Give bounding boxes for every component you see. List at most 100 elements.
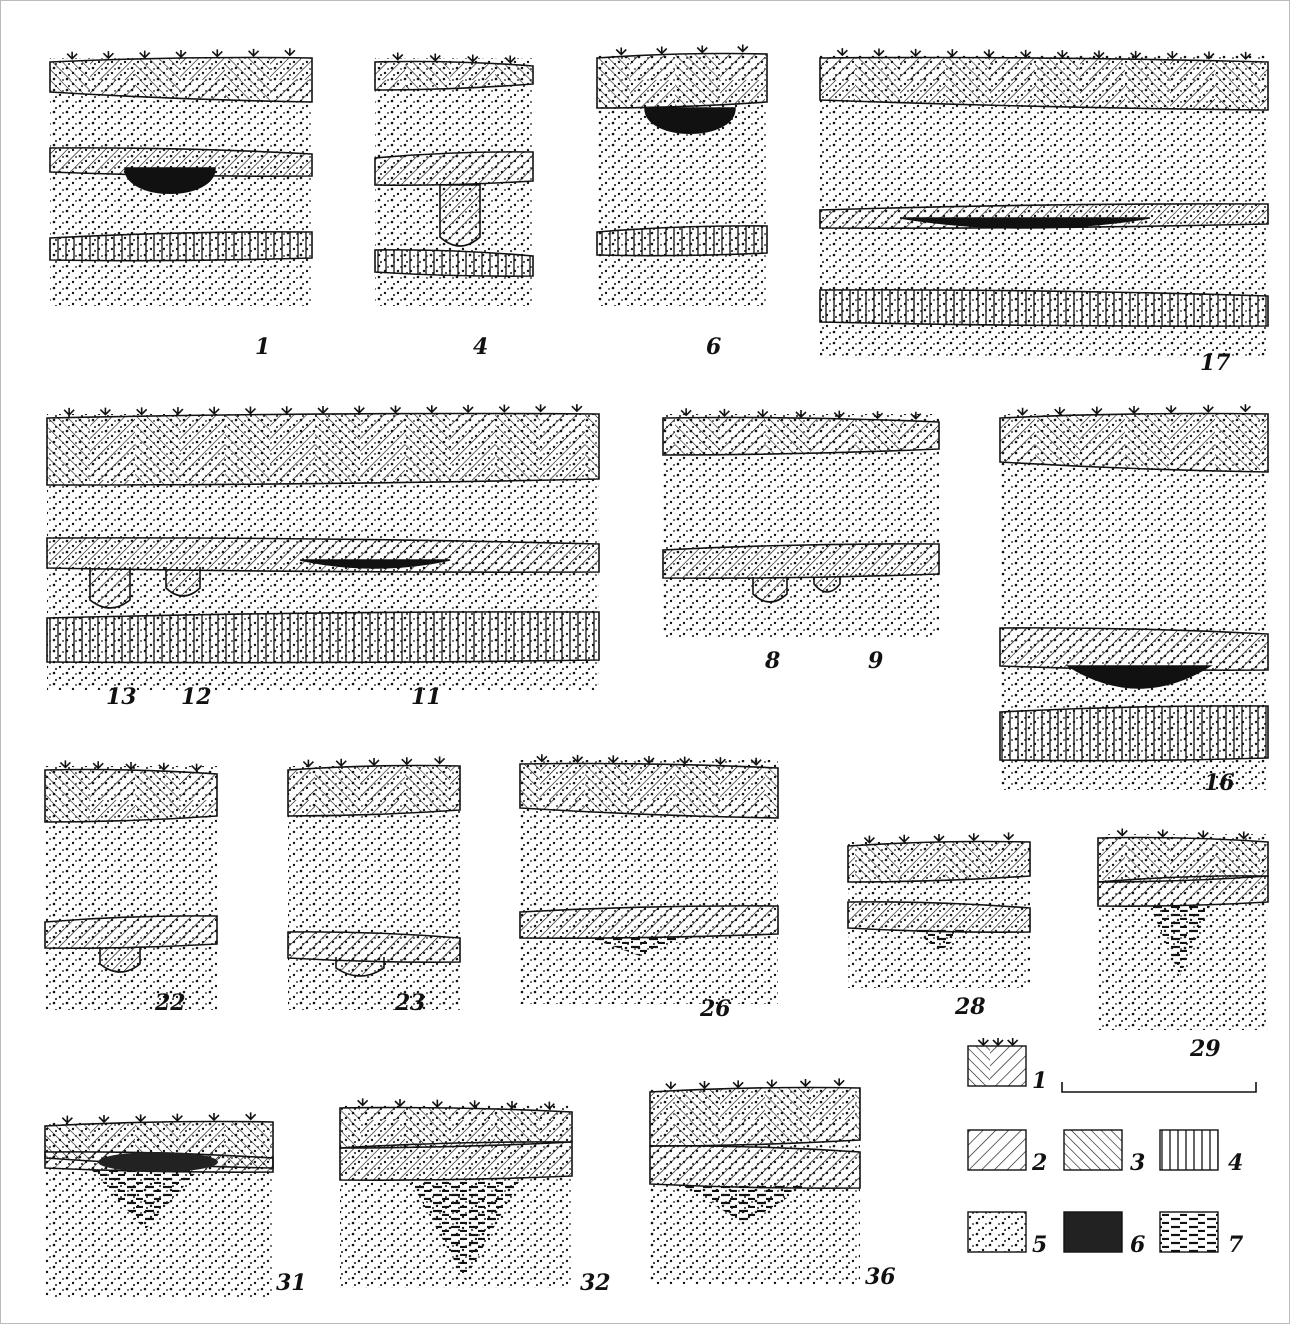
vertical-band [1000, 706, 1268, 761]
grass-tuft [978, 1038, 988, 1045]
section-label-9: 9 [868, 650, 883, 672]
grass-tuft [303, 760, 313, 767]
grass-tuft [285, 48, 295, 55]
grass-tuft [402, 757, 412, 764]
grass-tuft [245, 407, 255, 414]
section-label-1: 1 [255, 336, 270, 358]
grass-tuft [140, 51, 150, 58]
black-lens [98, 1152, 218, 1172]
hatched-band [650, 1146, 860, 1188]
legend-label-7: 7 [1228, 1234, 1243, 1256]
legend-box-7 [1160, 1212, 1218, 1252]
section-label-13: 13 [106, 686, 137, 708]
grass-tuft [463, 405, 473, 412]
section-label-6: 6 [706, 336, 721, 358]
section-8 [663, 408, 939, 638]
legend-label-1: 1 [1032, 1070, 1047, 1092]
section-28 [848, 832, 1030, 988]
vertical-band [47, 612, 599, 663]
grass-tuft [1166, 405, 1176, 412]
grass-tuft [834, 1078, 844, 1085]
wedge-finger [100, 947, 140, 972]
grass-tuft [616, 48, 626, 55]
section-label-29: 29 [1190, 1038, 1221, 1060]
vertical-band [597, 226, 767, 256]
grass-tuft [369, 758, 379, 765]
hatched-band [1000, 628, 1268, 670]
scale-bar [1062, 1082, 1256, 1092]
grass-tuft [1008, 1038, 1018, 1045]
section-22 [45, 760, 217, 1010]
grass-tuft [969, 833, 979, 840]
section-label-22: 22 [155, 992, 186, 1014]
section-11 [47, 404, 599, 690]
grass-tuft [246, 1112, 256, 1119]
legend-label-2: 2 [1032, 1152, 1047, 1174]
legend-label-3: 3 [1130, 1152, 1145, 1174]
vertical-band [50, 232, 312, 261]
grass-tuft [1203, 405, 1213, 412]
grass-tuft [172, 1114, 182, 1121]
topsoil-layer [1000, 414, 1268, 473]
hatched-band [375, 152, 533, 185]
grass-tuft [864, 836, 874, 843]
topsoil-layer [47, 414, 599, 486]
topsoil-layer [848, 842, 1030, 883]
grass-tuft [249, 49, 259, 56]
section-label-11: 11 [411, 686, 442, 708]
grass-tuft [62, 1116, 72, 1123]
topsoil-layer [597, 54, 767, 109]
hatched-band [1098, 876, 1268, 906]
grass-tuft [1129, 406, 1139, 413]
grass-tuft [733, 1080, 743, 1087]
grass-tuft [738, 45, 748, 52]
section-label-8: 8 [765, 650, 780, 672]
wedge-finger [166, 567, 200, 596]
grass-tuft [391, 405, 401, 412]
grass-tuft [435, 756, 445, 763]
wedge-finger [753, 577, 787, 602]
section-label-23: 23 [395, 992, 426, 1014]
section-label-26: 26 [700, 998, 731, 1020]
section-label-17: 17 [1200, 352, 1231, 374]
hatched-band [848, 902, 1030, 932]
legend-label-4: 4 [1228, 1152, 1243, 1174]
legend-box-6 [1064, 1212, 1122, 1252]
grass-tuft [282, 406, 292, 413]
section-label-36: 36 [865, 1266, 896, 1288]
legend-box-2 [968, 1130, 1026, 1170]
section-label-12: 12 [181, 686, 212, 708]
grass-tuft [209, 407, 219, 414]
topsoil-layer [520, 764, 778, 819]
section-32 [340, 1098, 572, 1288]
grass-tuft [934, 834, 944, 841]
hatched-band [520, 906, 778, 938]
grass-tuft [209, 1113, 219, 1120]
vertical-band [820, 290, 1268, 326]
legend [968, 1038, 1256, 1252]
grass-tuft [572, 404, 582, 411]
topsoil-layer [288, 766, 460, 817]
section-16 [1000, 404, 1268, 790]
section-29 [1098, 829, 1268, 1031]
legend-box-5 [968, 1212, 1026, 1252]
grass-tuft [1018, 408, 1028, 415]
grass-tuft [64, 408, 74, 415]
grass-tuft [1004, 832, 1014, 839]
legend-label-6: 6 [1130, 1234, 1145, 1256]
grass-tuft [137, 407, 147, 414]
topsoil-layer [650, 1088, 860, 1147]
topsoil-layer [375, 62, 533, 91]
section-label-16: 16 [1204, 772, 1235, 794]
grass-tuft [99, 1115, 109, 1122]
wedge-finger [440, 185, 480, 246]
grass-tuft [666, 1082, 676, 1089]
grass-tuft [103, 51, 113, 58]
section-36 [650, 1078, 860, 1284]
legend-box-3 [1064, 1130, 1122, 1170]
section-label-28: 28 [955, 996, 986, 1018]
grass-tuft [100, 408, 110, 415]
grass-tuft [767, 1080, 777, 1087]
grass-tuft [136, 1114, 146, 1121]
